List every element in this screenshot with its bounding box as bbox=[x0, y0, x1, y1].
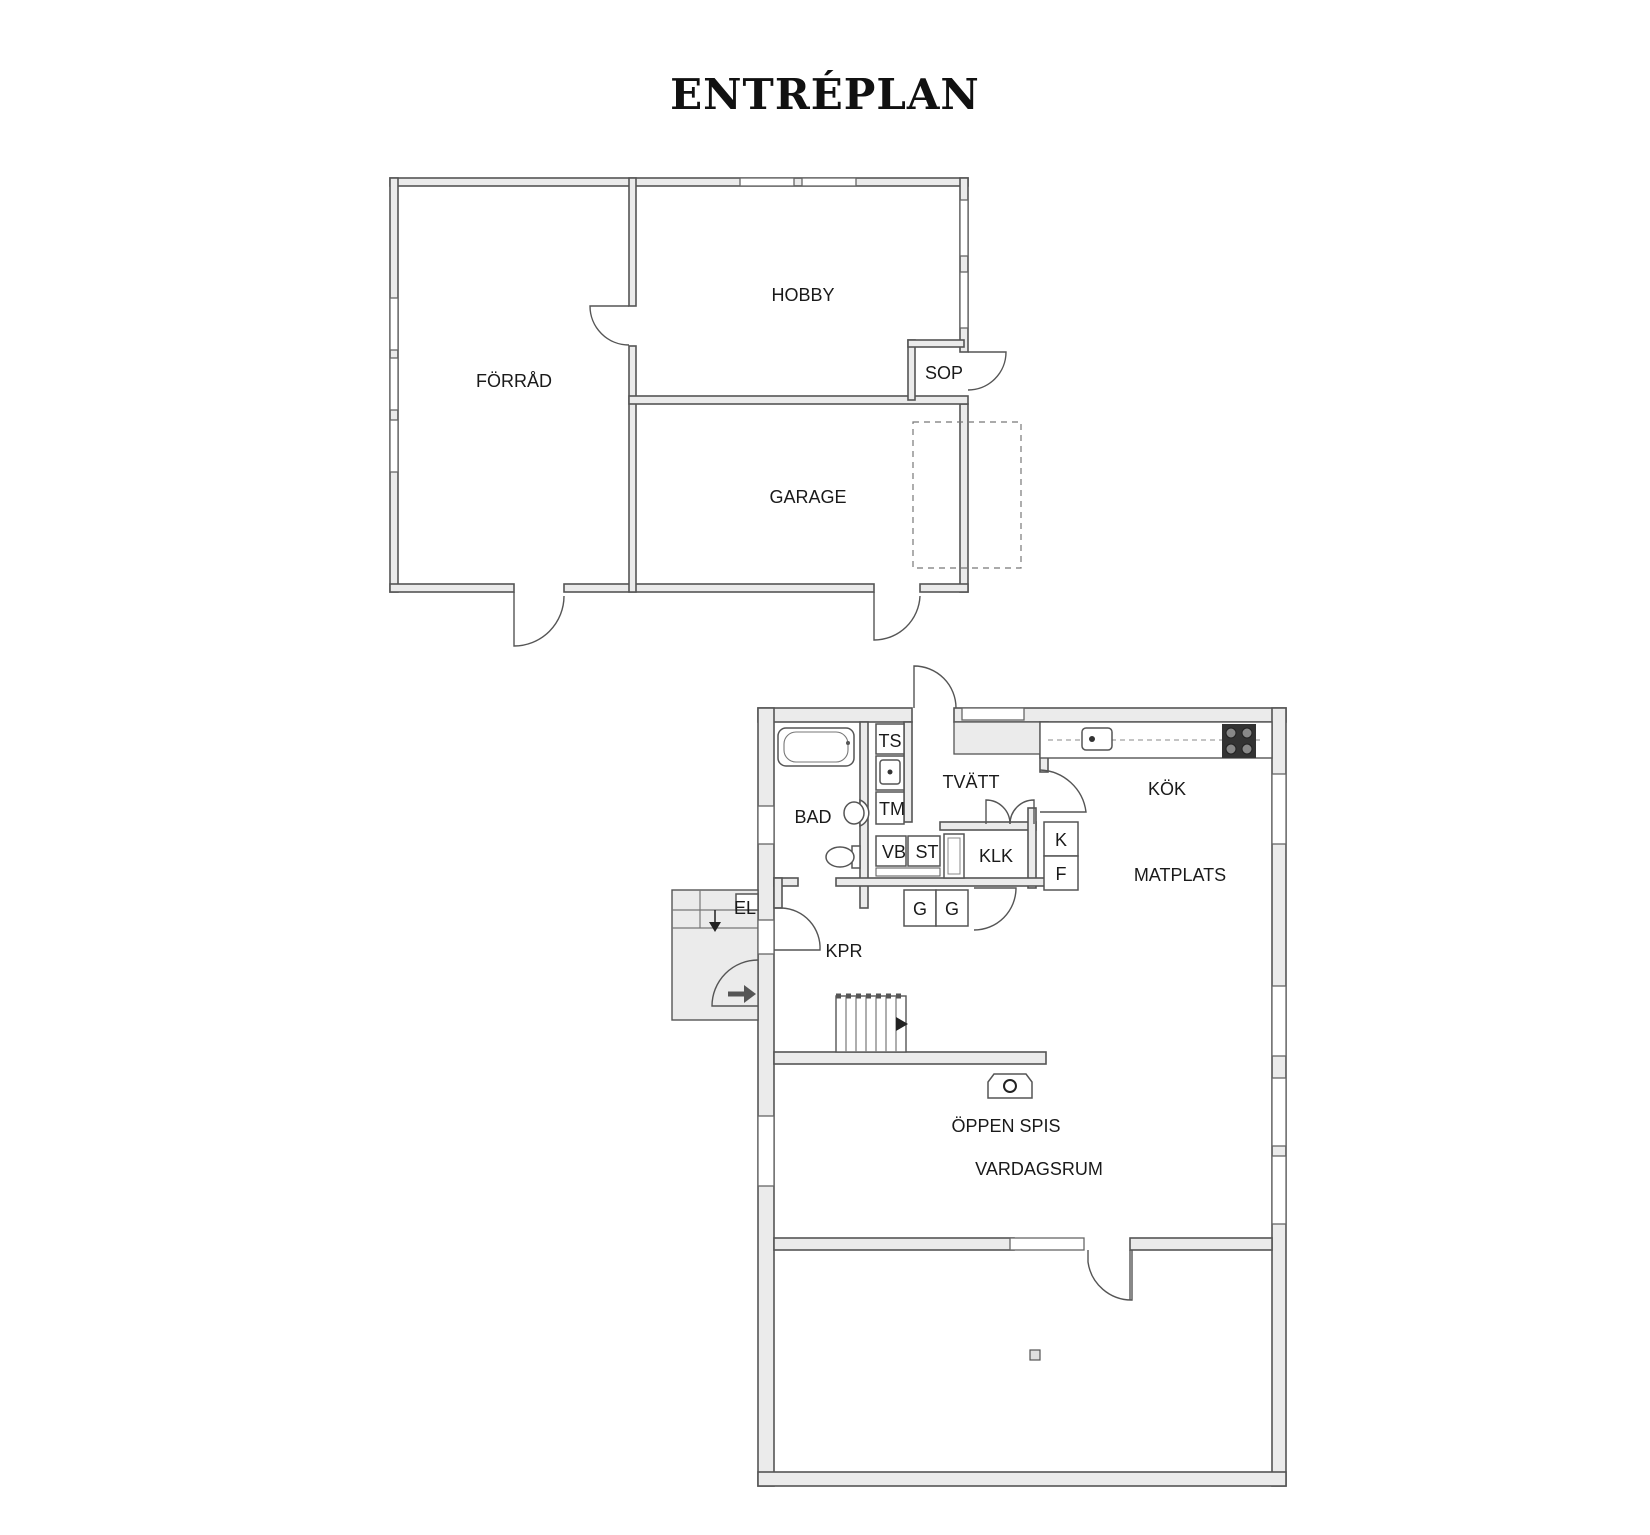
label-tm: TM bbox=[879, 799, 905, 819]
label-ts: TS bbox=[878, 731, 901, 751]
room-label-matplats: MATPLATS bbox=[1134, 865, 1226, 885]
label-oppen-spis: ÖPPEN SPIS bbox=[951, 1116, 1060, 1136]
room-label-vardagsrum: VARDAGSRUM bbox=[975, 1159, 1103, 1179]
label-vb: VB bbox=[882, 842, 906, 862]
label-f: F bbox=[1056, 864, 1067, 884]
main-house bbox=[671, 665, 1287, 1487]
label-g-1: G bbox=[913, 899, 927, 919]
label-el: EL bbox=[734, 898, 756, 918]
room-label-tvatt: TVÄTT bbox=[943, 772, 1000, 792]
room-label-kok: KÖK bbox=[1148, 779, 1186, 799]
room-label-forrad: FÖRRÅD bbox=[476, 371, 552, 391]
room-label-kpr: KPR bbox=[825, 941, 862, 961]
label-g-2: G bbox=[945, 899, 959, 919]
label-st: ST bbox=[915, 842, 938, 862]
outbuilding bbox=[389, 177, 1022, 647]
room-label-bad: BAD bbox=[794, 807, 831, 827]
room-label-garage: GARAGE bbox=[769, 487, 846, 507]
label-k: K bbox=[1055, 830, 1067, 850]
page-title: ENTRÉPLAN bbox=[670, 70, 980, 119]
room-label-hobby: HOBBY bbox=[771, 285, 834, 305]
room-label-klk: KLK bbox=[979, 846, 1013, 866]
room-label-sop: SOP bbox=[925, 363, 963, 383]
